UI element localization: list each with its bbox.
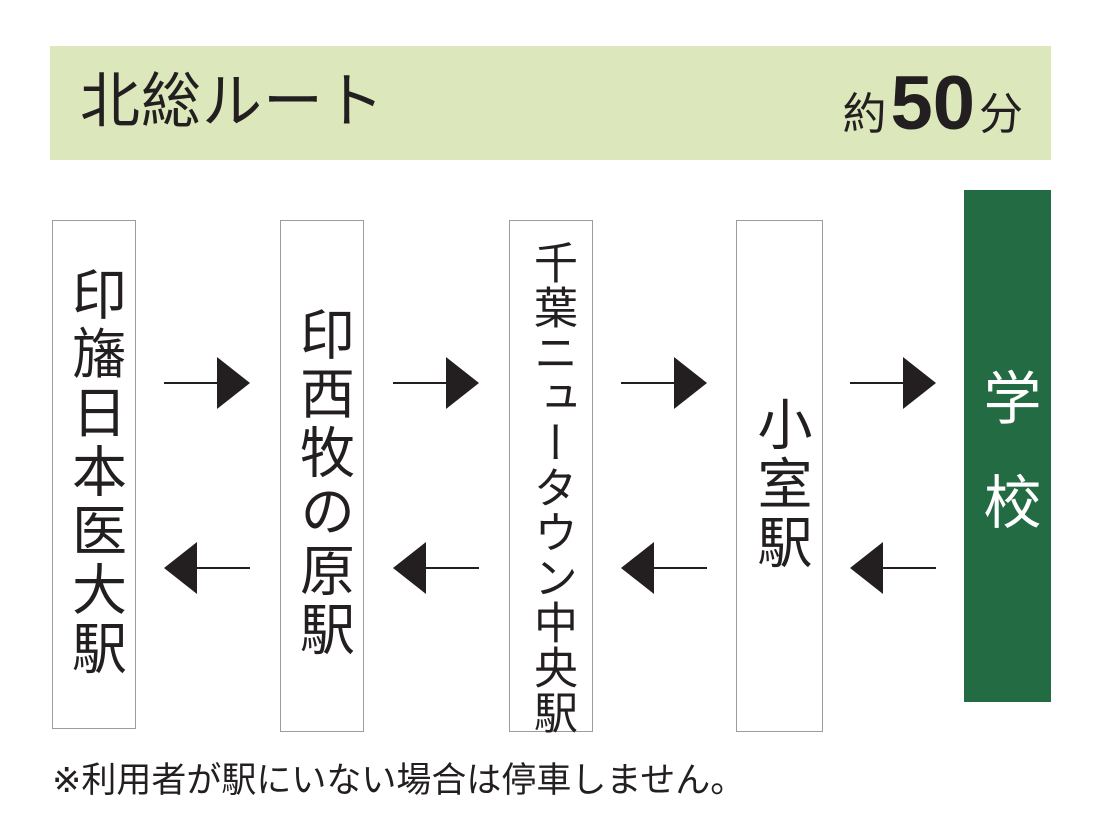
arrow-right-4	[850, 357, 936, 409]
station-box-1: 印旛日本医大駅	[52, 220, 136, 729]
station-name-1: 印旛日本医大駅	[62, 266, 127, 679]
duration-unit: 分	[979, 89, 1023, 140]
school-box: 学校	[964, 190, 1051, 702]
station-name-4: 小室駅	[748, 396, 812, 573]
station-name-2: 印西牧の原駅	[290, 306, 355, 660]
duration-value: 50	[890, 61, 975, 146]
station-box-3: 千葉ニュータウン中央駅	[509, 220, 593, 735]
duration-prefix: 約	[842, 89, 887, 140]
arrow-left-3	[621, 542, 707, 594]
arrow-left-2	[393, 542, 479, 594]
arrow-left-4	[850, 542, 936, 594]
station-box-4: 小室駅	[736, 220, 823, 732]
arrow-right-2	[393, 357, 479, 409]
arrow-right-1	[164, 357, 250, 409]
school-label: 学校	[973, 368, 1042, 576]
route-title: 北総ルート	[80, 67, 385, 137]
route-header: 北総ルート 約50分	[50, 46, 1051, 160]
arrow-right-3	[621, 357, 707, 409]
station-box-2: 印西牧の原駅	[280, 220, 364, 732]
footnote: ※利用者が駅にいない場合は停車しません。	[52, 761, 746, 801]
route-duration: 約50分	[842, 60, 1023, 146]
arrow-left-1	[164, 542, 250, 594]
station-name-3: 千葉ニュータウン中央駅	[526, 240, 577, 735]
